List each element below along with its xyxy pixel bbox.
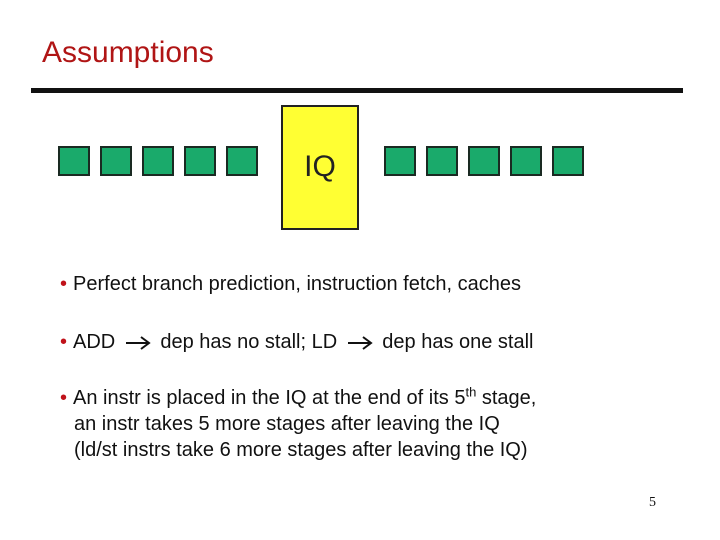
bullet-item: •Perfect branch prediction, instruction … [60,271,521,297]
bullet-dot: • [60,331,68,353]
pipeline-stage-before [184,146,216,176]
bullet-text: ADD [73,331,116,353]
pipeline-stage-before [100,146,132,176]
pipeline-stage-before [142,146,174,176]
bullet-item: •An instr is placed in the IQ at the end… [60,385,536,463]
pipeline-stage-after [552,146,584,176]
pipeline-stage-before [226,146,258,176]
pipeline-stage-after [468,146,500,176]
pipeline-stage-after [384,146,416,176]
bullet-continuation: an instr takes 5 more stages after leavi… [74,413,500,435]
slide-title: Assumptions [42,36,214,69]
bullet-text: dep has no stall; LD [160,331,338,353]
title-underline [31,88,683,93]
page-number: 5 [649,495,656,510]
issue-queue-box: IQ [281,105,359,230]
bullet-text: dep has one stall [382,331,534,353]
issue-queue-label: IQ [304,150,336,183]
pipeline-stage-after [426,146,458,176]
bullet-item: •ADD dep has no stall; LD dep has one st… [60,329,534,355]
ordinal-suffix: th [465,384,477,400]
pipeline-stage-after [510,146,542,176]
bullet-text: stage, [476,387,537,409]
bullet-dot: • [60,273,68,295]
bullet-text: Perfect branch prediction, instruction f… [73,273,522,295]
right-arrow-icon [125,335,151,350]
bullet-dot: • [60,387,68,409]
right-arrow-icon [347,335,373,350]
bullet-text: An instr is placed in the IQ at the end … [73,387,466,409]
bullet-continuation: (ld/st instrs take 6 more stages after l… [74,439,528,461]
pipeline-stage-before [58,146,90,176]
